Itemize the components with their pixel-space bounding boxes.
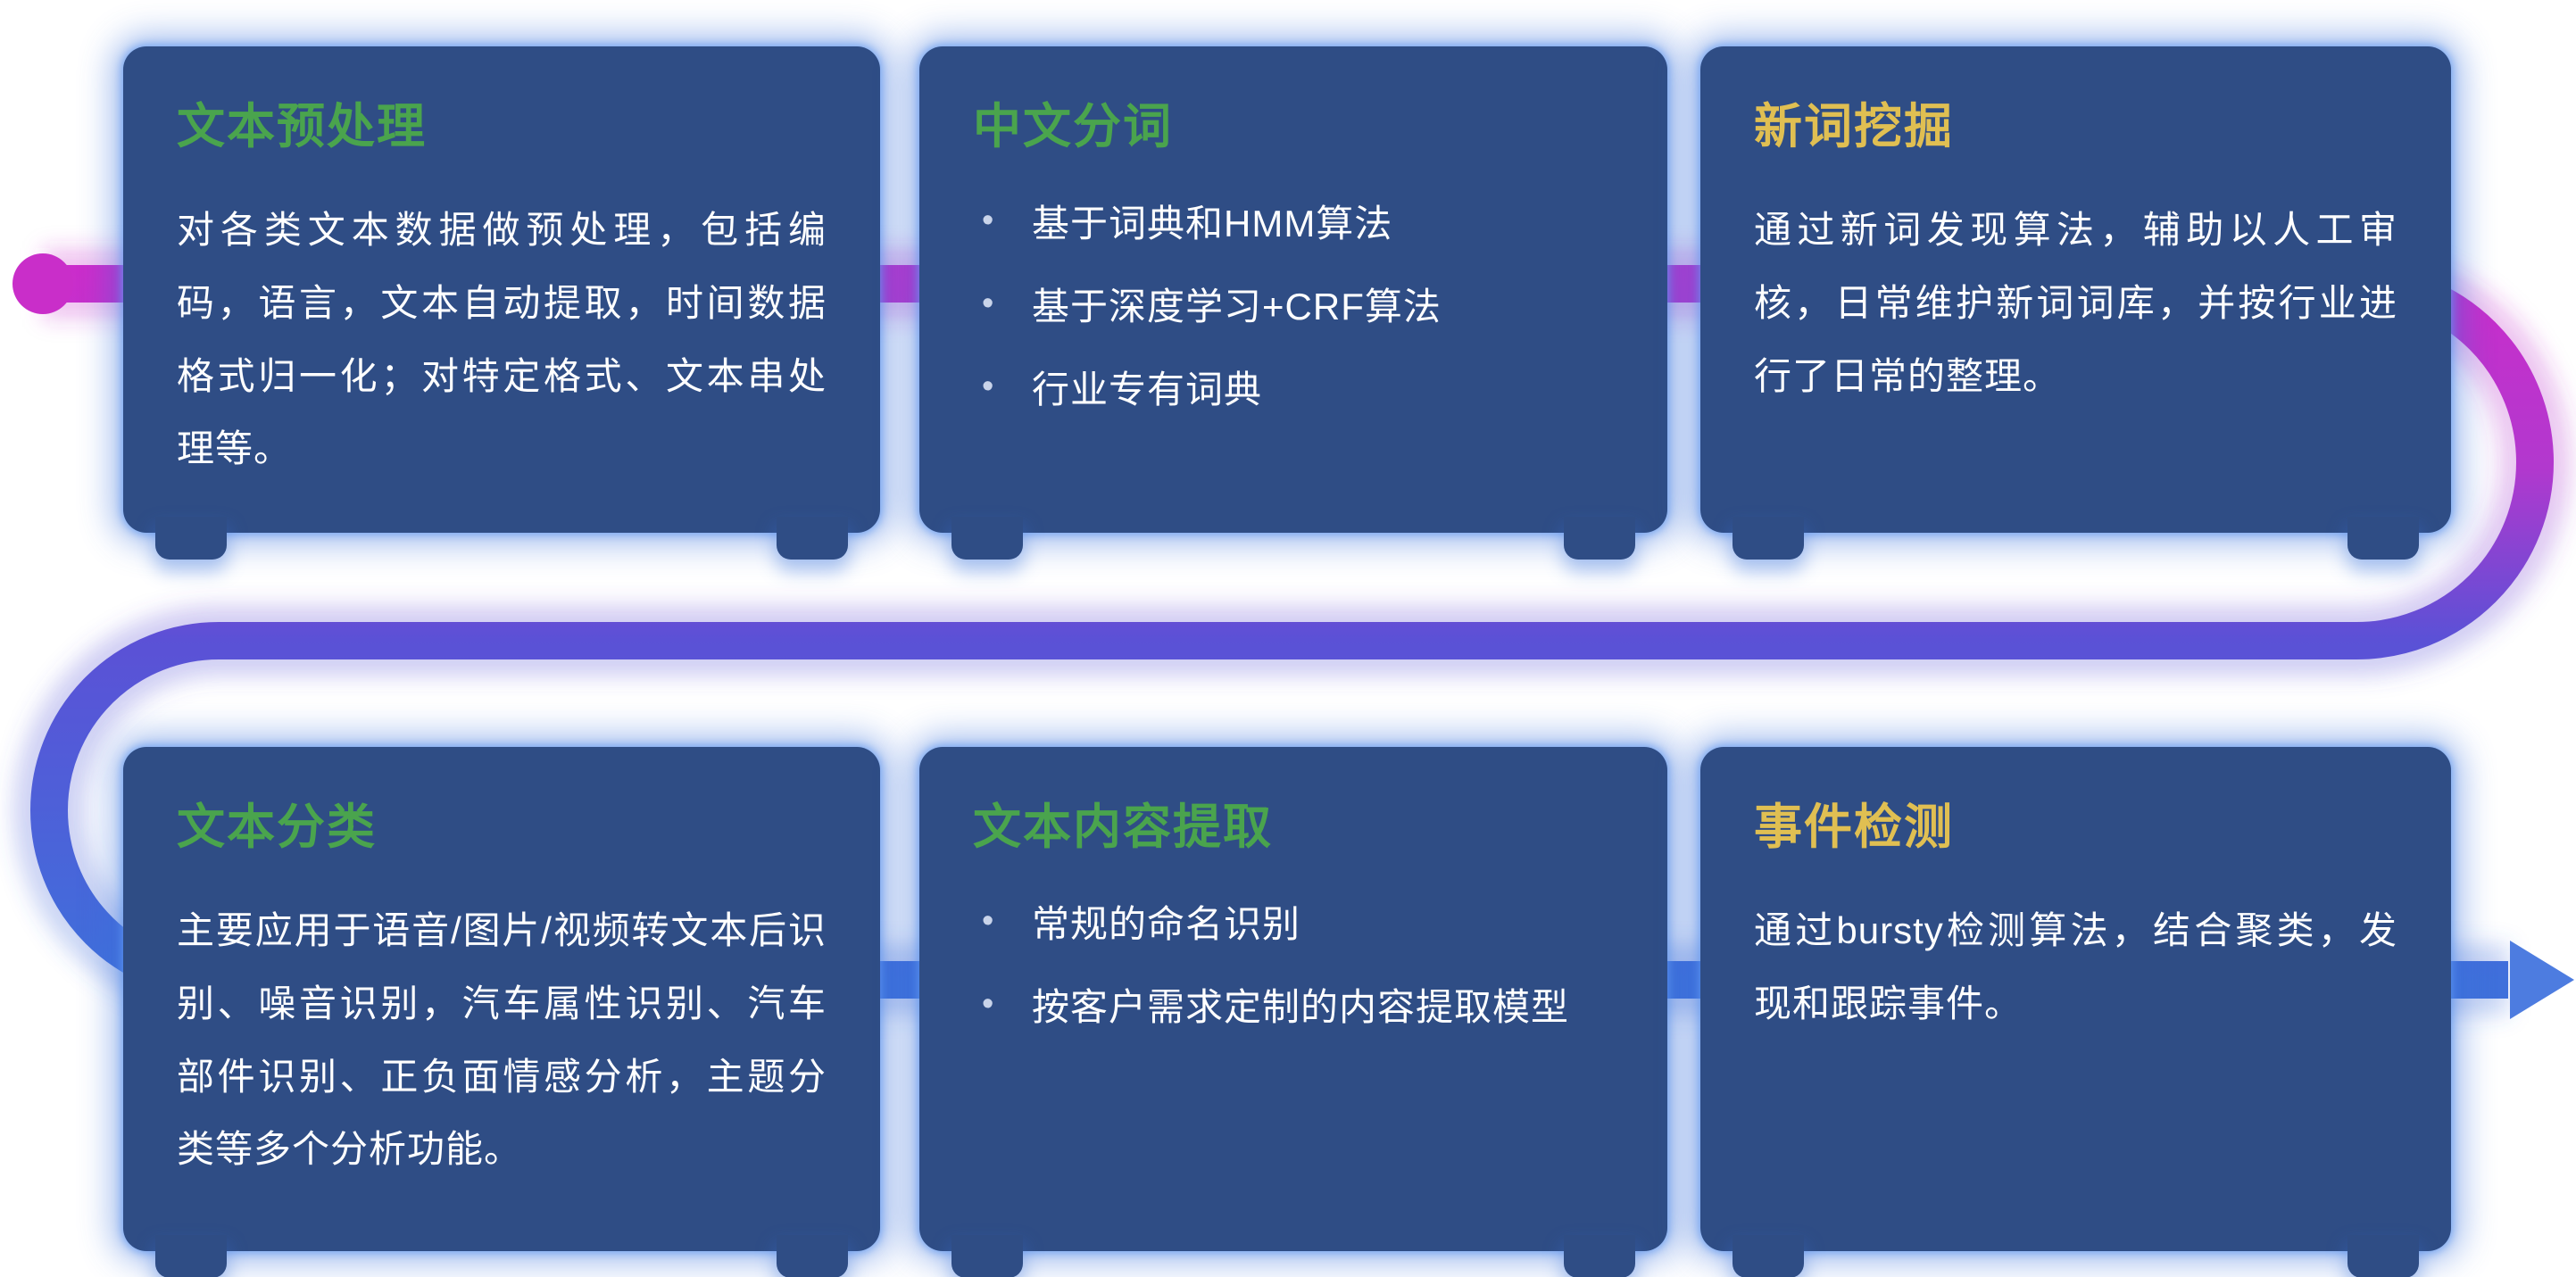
card-tab-right xyxy=(1564,1235,1635,1277)
card-tab-right xyxy=(777,517,848,560)
card-body: 通过bursty检测算法，结合聚类，发现和跟踪事件。 xyxy=(1754,908,2397,1024)
bullet-text: 基于词典和HMM算法 xyxy=(1032,202,1393,245)
card-new-word-mining: 新词挖掘 通过新词发现算法，辅助以人工审核，日常维护新词词库，并按行业进行了日常… xyxy=(1700,46,2451,560)
card-chinese-word-segmentation: 中文分词 基于词典和HMM算法 基于深度学习+CRF算法 行业专有词典 xyxy=(919,46,1667,560)
card-tab-left xyxy=(1733,517,1804,560)
card-title: 文本分类 xyxy=(177,800,377,854)
card-title: 新词挖掘 xyxy=(1754,100,1954,153)
flow-start-dot xyxy=(12,253,73,314)
bullet-item: 基于深度学习+CRF算法 xyxy=(973,277,1614,336)
arrow-right-icon xyxy=(2510,941,2574,1019)
card-event-detection: 事件检测 通过bursty检测算法，结合聚类，发现和跟踪事件。 xyxy=(1700,747,2451,1277)
card-title: 文本内容提取 xyxy=(973,800,1273,854)
card-tab-right xyxy=(777,1235,848,1277)
card-tab-left xyxy=(155,1235,227,1277)
card-title: 事件检测 xyxy=(1754,800,1954,854)
card-body: 对各类文本数据做预处理，包括编码，语言，文本自动提取，时间数据格式归一化；对特定… xyxy=(177,208,827,470)
card-body: 通过新词发现算法，辅助以人工审核，日常维护新词词库，并按行业进行了日常的整理。 xyxy=(1754,208,2397,397)
card-text-content-extraction: 文本内容提取 常规的命名识别 按客户需求定制的内容提取模型 xyxy=(919,747,1667,1277)
card-text-preprocessing: 文本预处理 对各类文本数据做预处理，包括编码，语言，文本自动提取，时间数据格式归… xyxy=(123,46,880,560)
flow-line-path xyxy=(29,265,2555,999)
bullet-text: 基于深度学习+CRF算法 xyxy=(1032,285,1442,328)
card-title: 中文分词 xyxy=(973,100,1173,153)
bullet-item: 按客户需求定制的内容提取模型 xyxy=(973,977,1614,1037)
bullet-item: 常规的命名识别 xyxy=(973,894,1614,954)
bullet-item: 基于词典和HMM算法 xyxy=(973,194,1614,253)
card-text-classification: 文本分类 主要应用于语音/图片/视频转文本后识别、噪音识别，汽车属性识别、汽车部… xyxy=(123,747,880,1277)
bullet-text: 行业专有词典 xyxy=(1032,369,1263,411)
card-tab-left xyxy=(951,1235,1023,1277)
card-tab-right xyxy=(2347,517,2419,560)
card-tab-left xyxy=(155,517,227,560)
card-bullet-list: 基于词典和HMM算法 基于深度学习+CRF算法 行业专有词典 xyxy=(973,194,1614,420)
card-title: 文本预处理 xyxy=(177,100,427,153)
bullet-text: 按客户需求定制的内容提取模型 xyxy=(1032,985,1570,1028)
card-tab-right xyxy=(1564,517,1635,560)
bullet-text: 常规的命名识别 xyxy=(1032,902,1301,945)
card-tab-right xyxy=(2347,1235,2419,1277)
card-body: 主要应用于语音/图片/视频转文本后识别、噪音识别，汽车属性识别、汽车部件识别、正… xyxy=(177,908,827,1171)
card-tab-left xyxy=(1733,1235,1804,1277)
bullet-item: 行业专有词典 xyxy=(973,360,1614,419)
card-bullet-list: 常规的命名识别 按客户需求定制的内容提取模型 xyxy=(973,894,1614,1037)
card-tab-left xyxy=(951,517,1023,560)
